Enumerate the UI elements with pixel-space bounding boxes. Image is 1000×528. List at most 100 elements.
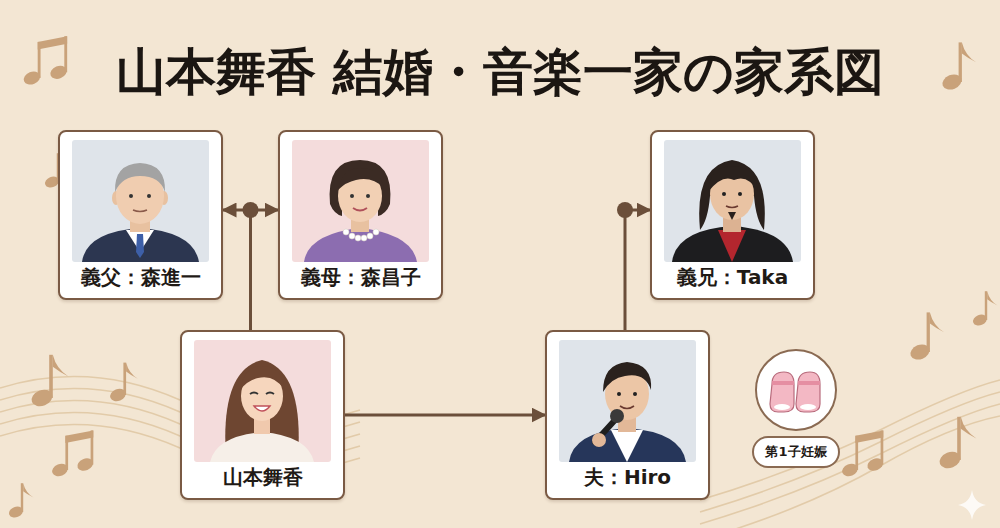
decoration-shape	[112, 191, 120, 205]
decoration-shape	[756, 350, 836, 430]
decoration-shape	[108, 363, 138, 404]
decoration-shape	[728, 212, 736, 220]
decoration-shape	[772, 381, 794, 385]
decoration-shape	[840, 430, 885, 478]
decoration-shape	[718, 230, 746, 262]
decoration-shape	[130, 214, 150, 232]
decoration-shape	[343, 229, 349, 235]
decoration-shape	[710, 168, 754, 220]
decoration-shape	[774, 404, 790, 410]
status-badge: 第1子妊娠	[752, 436, 840, 468]
decoration-shape	[633, 392, 637, 396]
decoration-shape	[908, 312, 944, 362]
person-card: 義母：森昌子	[278, 130, 443, 300]
decoration-shape	[559, 340, 696, 462]
decoration-shape	[338, 168, 384, 190]
decoration-shape	[366, 194, 370, 198]
decoration-shape	[726, 206, 738, 208]
decoration-shape	[700, 404, 1000, 524]
decoration-shape	[7, 483, 33, 519]
node-label: 義兄：Taka	[677, 264, 788, 290]
decoration-shape	[82, 228, 199, 262]
decoration-shape	[126, 230, 154, 252]
decoration-shape	[937, 417, 976, 471]
music-staff	[0, 376, 1000, 528]
decoration-shape	[723, 212, 741, 232]
decoration-shape	[136, 234, 144, 258]
decoration-shape	[605, 368, 649, 420]
family-connector	[625, 210, 650, 330]
decoration-shape	[595, 420, 615, 442]
decoration-shape	[343, 229, 379, 241]
decoration-shape	[620, 406, 634, 409]
decoration-shape	[373, 229, 379, 235]
decoration-shape	[351, 214, 369, 232]
decoration-shape	[610, 409, 624, 423]
decoration-shape	[129, 194, 133, 198]
portrait-husband	[559, 340, 696, 462]
decoration-shape	[770, 372, 794, 412]
decoration-shape	[350, 194, 354, 198]
junction-dot	[243, 202, 259, 218]
baby-shoes-icon	[756, 350, 836, 430]
decoration-shape	[569, 428, 686, 462]
sparkle	[958, 490, 986, 520]
decoration-shape	[194, 340, 331, 462]
family-connector	[251, 210, 279, 330]
diagram-title: 山本舞香 結婚・音楽一家の家系図	[0, 36, 1000, 108]
decoration-shape	[266, 393, 274, 395]
node-label: 義母：森昌子	[301, 264, 421, 290]
decoration-shape	[700, 392, 1000, 512]
decoration-shape	[618, 414, 636, 432]
portrait-brother	[664, 140, 801, 262]
decoration-shape	[338, 170, 382, 222]
node-label: 山本舞香	[223, 464, 303, 490]
decoration-shape	[611, 430, 643, 462]
person-card: 義父：森進一	[58, 130, 223, 300]
decoration-shape	[241, 371, 283, 421]
portrait-father	[72, 140, 209, 262]
node-label: 夫：Hiro	[584, 464, 671, 490]
decoration-shape	[72, 140, 209, 262]
decoration-shape	[22, 36, 69, 87]
decoration-shape	[116, 168, 164, 224]
decoration-shape	[367, 233, 373, 239]
decoration-shape	[940, 42, 976, 92]
decoration-shape	[738, 192, 742, 196]
decoration-shape	[50, 430, 95, 478]
decoration-shape	[699, 160, 765, 230]
decoration-shape	[330, 160, 391, 216]
decoration-shape	[361, 235, 367, 241]
decoration-shape	[304, 228, 417, 262]
family-connector	[345, 414, 545, 417]
decoration-shape	[353, 208, 367, 211]
decoration-shape	[664, 140, 801, 262]
decoration-shape	[210, 432, 314, 462]
decoration-shape	[349, 233, 355, 239]
decoration-shape	[292, 140, 429, 262]
decoration-shape	[160, 191, 168, 205]
decoration-shape	[240, 366, 285, 390]
decoration-shape	[225, 360, 299, 458]
node-label: 第1子妊娠	[765, 444, 826, 460]
portrait-mother	[292, 140, 429, 262]
decoration-shape	[603, 362, 651, 392]
node-label: 義父：森進一	[81, 264, 201, 290]
decoration-shape	[147, 194, 151, 198]
person-card: 夫：Hiro	[545, 330, 710, 500]
decoration-shape	[617, 392, 621, 396]
portrait-bride	[194, 340, 331, 462]
decoration-shape	[592, 433, 606, 447]
decoration-shape	[708, 166, 758, 192]
decoration-shape	[355, 235, 361, 241]
junction-dot	[617, 202, 633, 218]
decoration-shape	[133, 210, 147, 212]
person-card: 義兄：Taka	[650, 130, 815, 300]
decoration-shape	[722, 192, 726, 196]
decoration-shape	[672, 226, 793, 262]
decoration-shape	[254, 416, 270, 434]
music-note	[7, 36, 997, 519]
decoration-shape	[971, 291, 997, 327]
decoration-shape	[29, 355, 68, 409]
